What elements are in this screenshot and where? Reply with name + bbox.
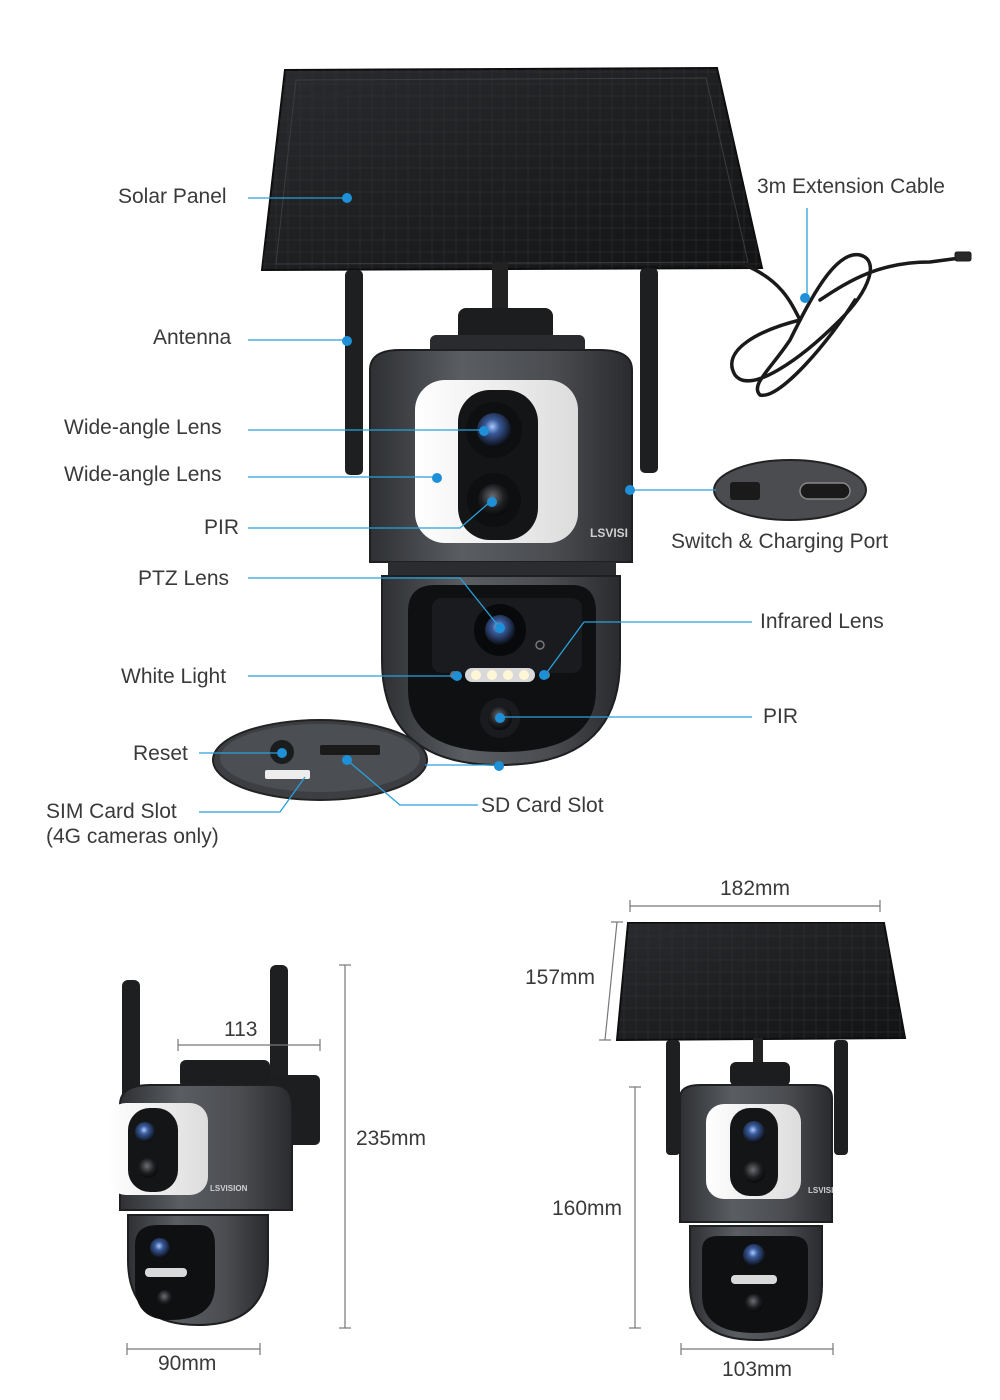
extension-cable-image xyxy=(730,251,972,397)
dim-body-height: 160mm xyxy=(552,1197,623,1220)
dim-side-depth: 113 xyxy=(224,1018,258,1041)
label-extension-cable: 3m Extension Cable xyxy=(757,175,945,198)
charging-port-inset xyxy=(713,459,867,521)
antenna-image xyxy=(345,268,658,475)
leader-lines xyxy=(199,197,808,813)
label-antenna: Antenna xyxy=(153,326,232,349)
label-wide-angle-lens-2: Wide-angle Lens xyxy=(64,463,222,486)
label-switch-charging-port: Switch & Charging Port xyxy=(671,530,889,553)
label-ptz-lens: PTZ Lens xyxy=(138,567,230,590)
label-white-light: White Light xyxy=(121,665,227,688)
dim-panel-width: 182mm xyxy=(720,877,791,900)
brand-logo-front: LSVISI xyxy=(808,1186,833,1195)
dim-side-width: 90mm xyxy=(158,1352,217,1375)
dimension-lines xyxy=(126,900,881,1355)
label-wide-angle-lens-1: Wide-angle Lens xyxy=(64,416,222,439)
label-pir-bottom: PIR xyxy=(763,705,799,728)
dim-panel-height: 157mm xyxy=(525,966,596,989)
label-solar-panel: Solar Panel xyxy=(118,185,227,208)
label-sim-card-slot: SIM Card Slot xyxy=(46,800,177,823)
main-camera: LSVISI xyxy=(260,66,972,767)
callout-dots xyxy=(277,193,810,771)
label-infrared-lens: Infrared Lens xyxy=(760,610,884,633)
dim-side-height: 235mm xyxy=(356,1127,427,1150)
wide-angle-lens-image xyxy=(477,413,511,447)
side-view-camera: LSVISION xyxy=(108,965,320,1327)
brand-logo-side: LSVISION xyxy=(210,1184,248,1193)
label-sim-card-note: (4G cameras only) xyxy=(46,825,219,848)
label-reset: Reset xyxy=(133,742,188,765)
brand-logo-main: LSVISI xyxy=(590,526,628,540)
bottom-slots-inset xyxy=(212,719,428,801)
label-sd-card-slot: SD Card Slot xyxy=(481,794,604,817)
dim-body-width: 103mm xyxy=(722,1358,793,1381)
label-pir-top: PIR xyxy=(204,516,240,539)
front-view-camera: LSVISI xyxy=(615,922,907,1342)
